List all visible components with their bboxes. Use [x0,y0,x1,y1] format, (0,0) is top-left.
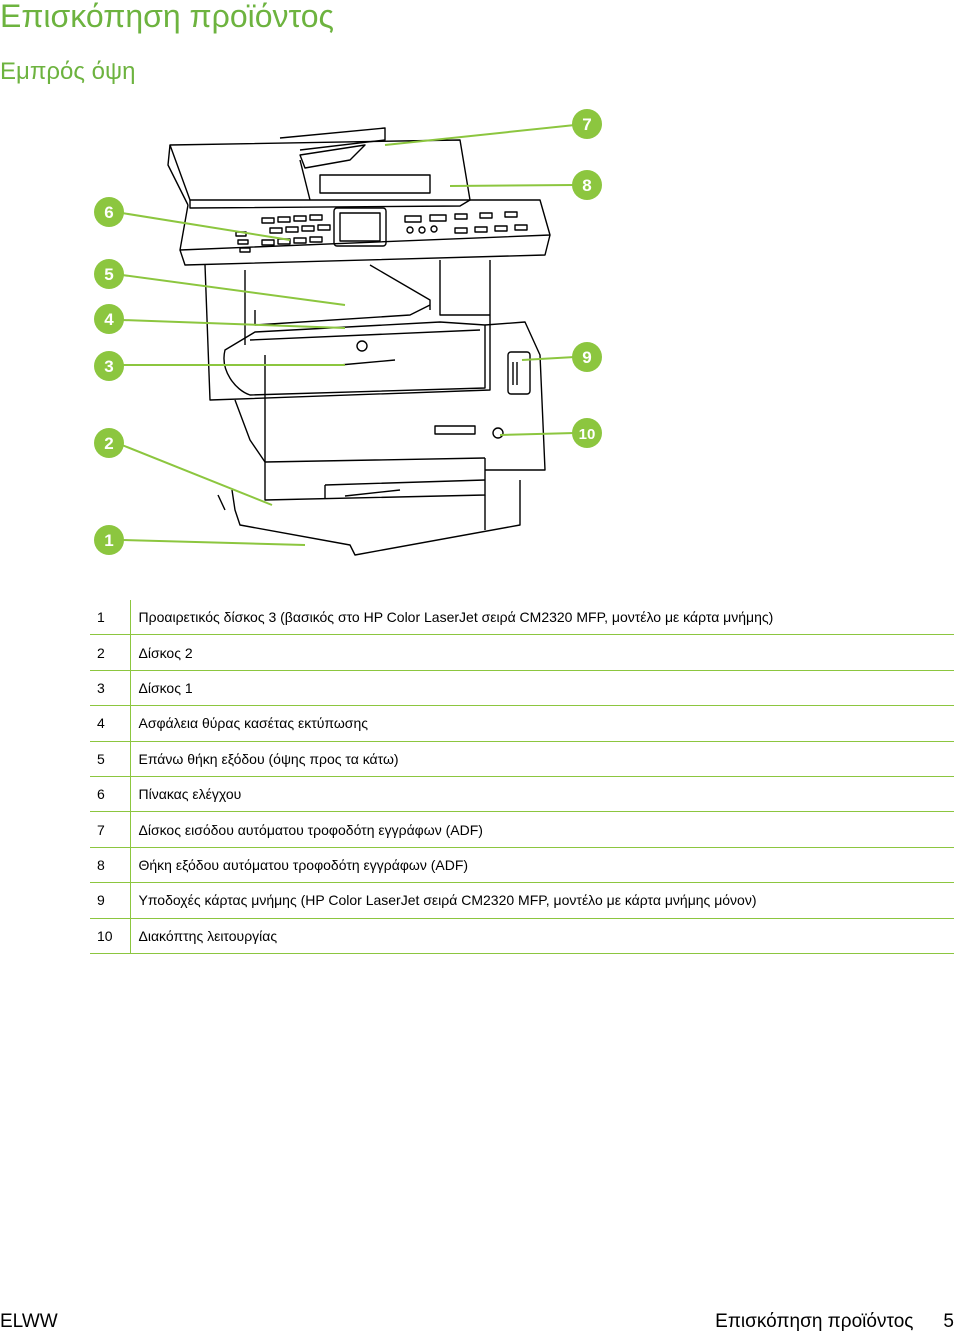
callout-9: 9 [572,342,602,372]
table-row: 3 Δίσκος 1 [90,670,954,707]
callout-9-label: 9 [582,348,591,367]
part-description: Δίσκος 1 [130,670,954,707]
callout-4-label: 4 [104,310,114,329]
callout-5-label: 5 [104,265,113,284]
part-number: 7 [90,811,131,848]
table-row: 2 Δίσκος 2 [90,634,954,671]
callout-7-label: 7 [582,115,591,134]
table-row: 6 Πίνακας ελέγχου [90,776,954,813]
part-description: Ασφάλεια θύρας κασέτας εκτύπωσης [130,705,954,742]
part-number: 9 [90,882,131,919]
callout-2: 2 [94,428,124,458]
page-title: Επισκόπηση προϊόντος [0,0,334,34]
section-title: Εμπρός όψη [0,58,136,85]
callout-6-label: 6 [104,203,113,222]
part-number: 3 [90,670,131,707]
page-number: 5 [943,1311,954,1332]
parts-table: 1 Προαιρετικός δίσκος 3 (βασικός στο HP … [90,600,954,954]
part-number: 10 [90,918,131,954]
table-row: 8 Θήκη εξόδου αυτόματου τροφοδότη εγγράφ… [90,847,954,884]
callout-3-label: 3 [104,357,113,376]
printer-illustration: 1 2 3 4 5 6 7 8 [94,109,602,556]
part-description: Θήκη εξόδου αυτόματου τροφοδότη εγγράφων… [130,847,954,884]
part-description: Επάνω θήκη εξόδου (όψης προς τα κάτω) [130,741,954,777]
part-number: 8 [90,847,131,884]
part-description: Υποδοχές κάρτας μνήμης (HP Color LaserJe… [130,882,954,919]
part-number: 5 [90,741,131,777]
callout-5: 5 [94,259,124,289]
callout-6: 6 [94,197,124,227]
table-row: 4 Ασφάλεια θύρας κασέτας εκτύπωσης [90,705,954,742]
footer-chapter-title: Επισκόπηση προϊόντος [715,1311,914,1332]
callout-8-label: 8 [582,176,591,195]
table-row: 5 Επάνω θήκη εξόδου (όψης προς τα κάτω) [90,741,954,777]
footer-doc-code: ELWW [0,1311,58,1332]
callout-3: 3 [94,351,124,381]
callout-2-label: 2 [104,434,113,453]
part-number: 2 [90,634,131,671]
table-row: 1 Προαιρετικός δίσκος 3 (βασικός στο HP … [90,600,954,636]
part-description: Προαιρετικός δίσκος 3 (βασικός στο HP Co… [130,600,954,636]
part-number: 4 [90,705,131,742]
part-number: 6 [90,776,131,813]
callout-10-label: 10 [579,426,596,443]
callout-4: 4 [94,304,124,334]
page-footer: ELWW Επισκόπηση προϊόντος 5 [0,1311,954,1337]
callout-1: 1 [94,525,124,555]
callout-7: 7 [572,109,602,139]
part-description: Πίνακας ελέγχου [130,776,954,813]
part-number: 1 [90,600,131,636]
table-row: 7 Δίσκος εισόδου αυτόματου τροφοδότη εγγ… [90,811,954,848]
table-row: 9 Υποδοχές κάρτας μνήμης (HP Color Laser… [90,882,954,919]
callout-10: 10 [572,418,602,448]
table-row: 10 Διακόπτης λειτουργίας [90,918,954,954]
footer-right: Επισκόπηση προϊόντος 5 [715,1311,954,1333]
part-description: Δίσκος 2 [130,634,954,671]
part-description: Δίσκος εισόδου αυτόματου τροφοδότη εγγρά… [130,811,954,848]
callout-1-label: 1 [104,531,113,550]
part-description: Διακόπτης λειτουργίας [130,918,954,954]
callout-8: 8 [572,170,602,200]
